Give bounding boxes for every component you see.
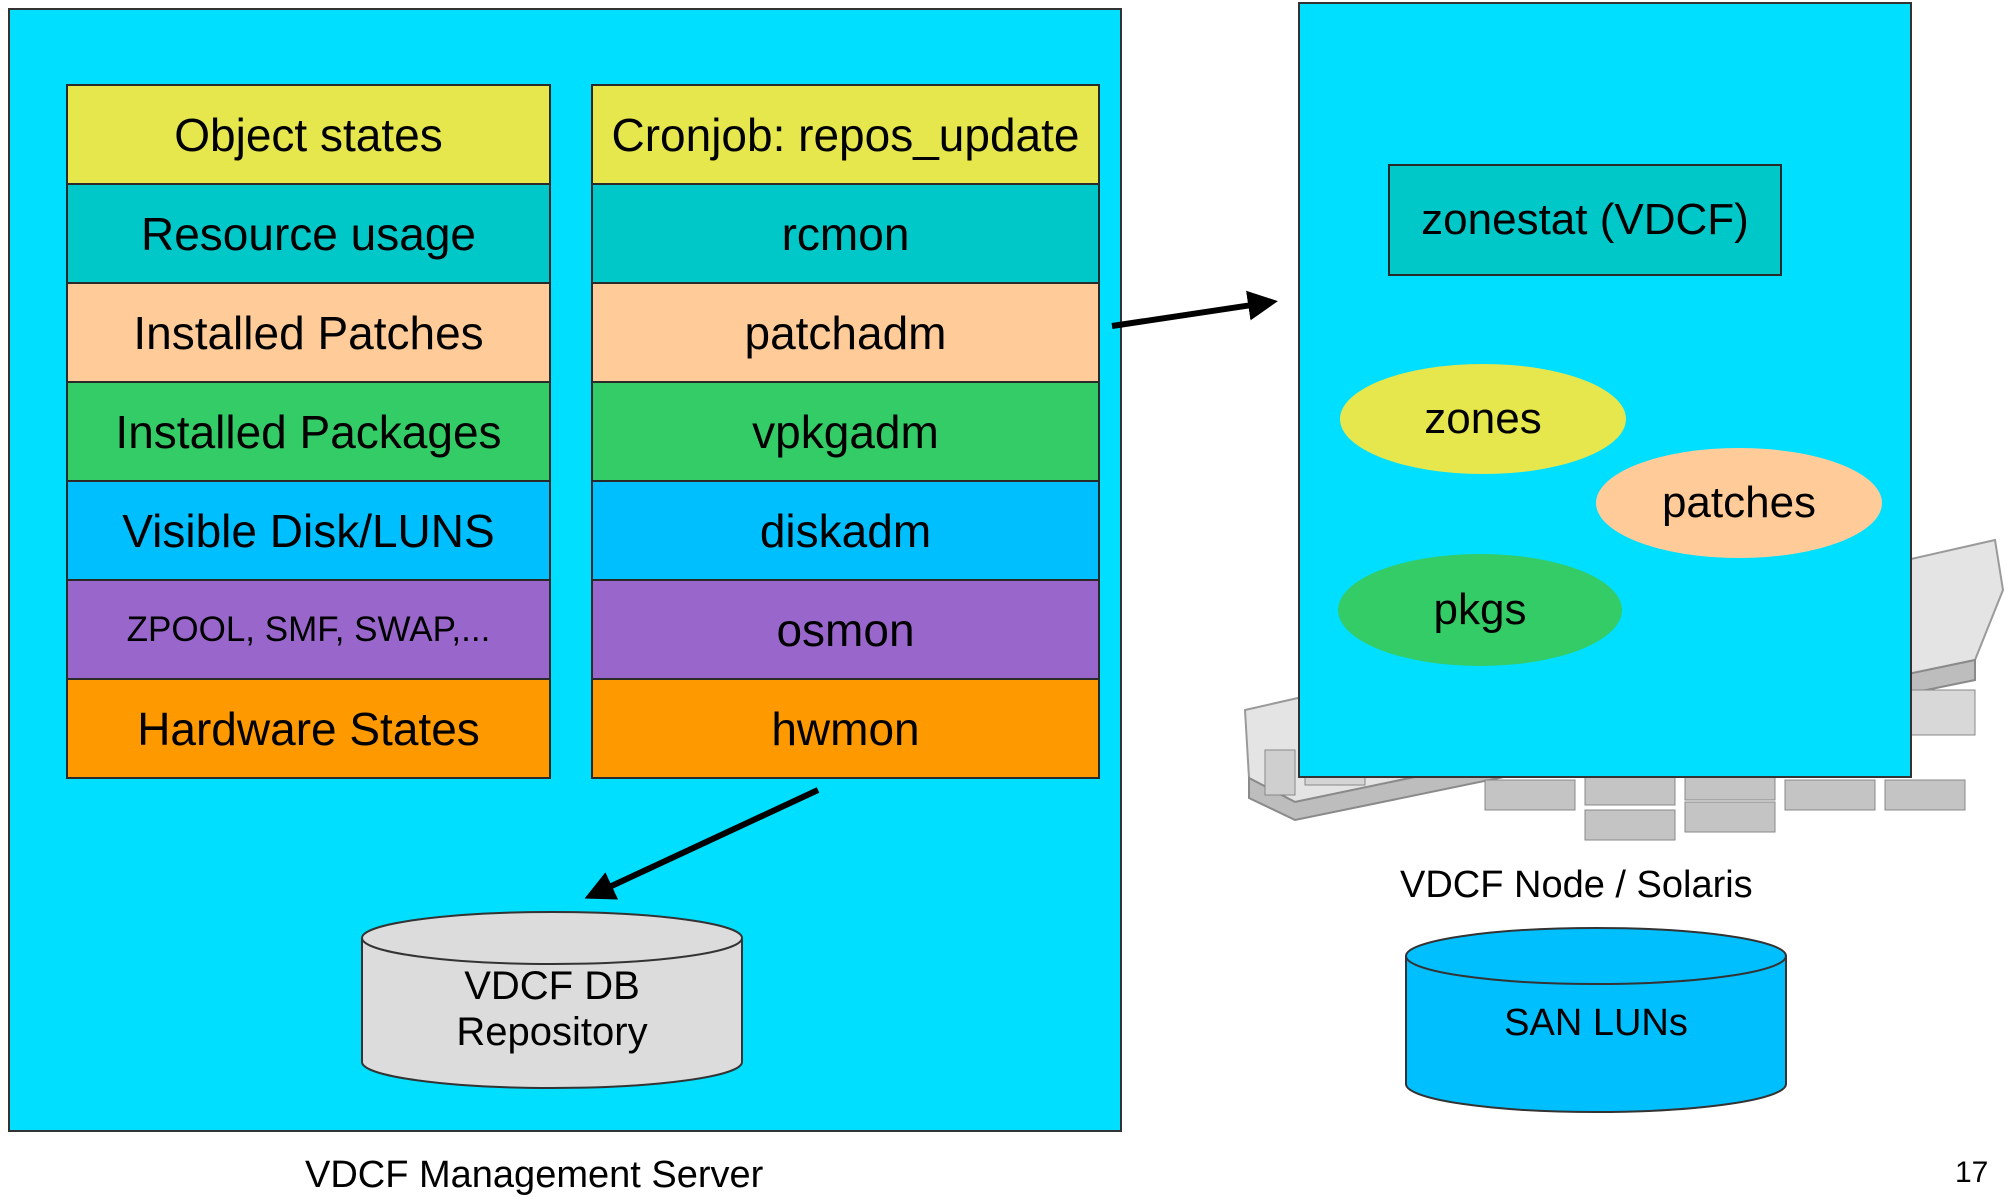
page-number: 17 — [1955, 1156, 1989, 1189]
pkgs-ellipse: pkgs — [1338, 554, 1622, 666]
san-label: SAN LUNs — [1504, 1002, 1688, 1044]
zones-ellipse: zones — [1340, 364, 1626, 474]
info-cell-object-states: Object states — [66, 84, 551, 185]
tool-cell-vpkgadm: vpkgadm — [591, 381, 1100, 482]
tool-cell-patchadm: patchadm — [591, 282, 1100, 383]
repository-line1: VDCF DB — [464, 964, 640, 1008]
san-cylinder — [1405, 927, 1787, 1113]
repository-cylinder — [361, 911, 743, 1089]
info-cell-hardware-states: Hardware States — [66, 678, 551, 779]
zonestat-box: zonestat (VDCF) — [1388, 164, 1782, 276]
patches-ellipse: patches — [1596, 448, 1882, 558]
node-caption: VDCF Node / Solaris — [1400, 864, 1753, 906]
tool-cell-rcmon: rcmon — [591, 183, 1100, 284]
repository-label: VDCF DB Repository — [360, 963, 744, 1055]
info-column: Object states Resource usage Installed P… — [66, 84, 551, 779]
repository-line2: Repository — [456, 1010, 648, 1054]
info-cell-installed-packages: Installed Packages — [66, 381, 551, 482]
tool-cell-hwmon: hwmon — [591, 678, 1100, 779]
tool-column: Cronjob: repos_update rcmon patchadm vpk… — [591, 84, 1100, 779]
info-cell-zpool: ZPOOL, SMF, SWAP,... — [66, 579, 551, 680]
tool-cell-osmon: osmon — [591, 579, 1100, 680]
info-cell-visible-disk: Visible Disk/LUNS — [66, 480, 551, 581]
info-cell-resource-usage: Resource usage — [66, 183, 551, 284]
tool-cell-cronjob: Cronjob: repos_update — [591, 84, 1100, 185]
info-cell-installed-patches: Installed Patches — [66, 282, 551, 383]
arrow-patchadm-to-node — [1111, 290, 1278, 329]
tool-cell-diskadm: diskadm — [591, 480, 1100, 581]
management-server-caption: VDCF Management Server — [305, 1154, 764, 1196]
